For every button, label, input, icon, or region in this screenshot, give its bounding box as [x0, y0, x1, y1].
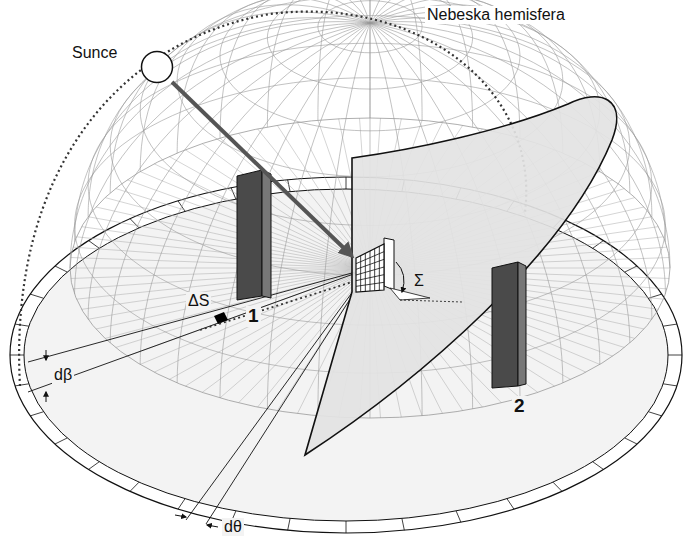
callout-number: 1: [246, 306, 261, 327]
angle-lines: [28, 268, 370, 527]
sun-circle: Sunce: [140, 50, 174, 84]
angle-label: dθ: [222, 518, 244, 536]
obstacle-2: [492, 262, 526, 388]
tilt-angle-label: Σ: [412, 272, 426, 290]
obstacle-1: [237, 170, 271, 300]
angle-label: dβ: [52, 366, 74, 384]
sky-element: [214, 312, 228, 324]
area-label: ΔS: [186, 292, 211, 310]
sun-outline: [140, 50, 174, 84]
sun-path-projection: [200, 282, 352, 330]
sun-ray: [172, 82, 352, 256]
hemisphere-title: Nebeska hemisfera: [425, 6, 567, 24]
collector-panel: [356, 238, 462, 302]
sun-label: Sunce: [70, 44, 119, 62]
callout-number: 2: [512, 396, 527, 417]
vertical-plane: [305, 97, 617, 455]
